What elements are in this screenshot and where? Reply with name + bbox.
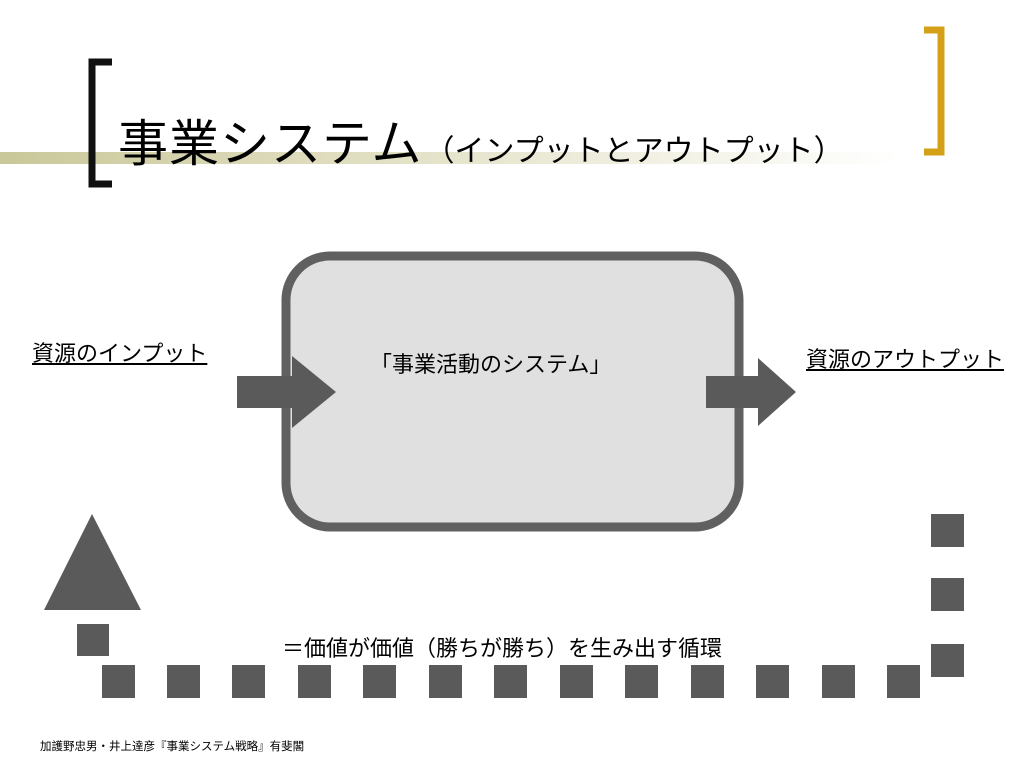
loop-square [298,665,331,698]
title-bracket-right [924,26,945,156]
loop-square [429,665,462,698]
loop-square [77,624,109,656]
loop-square [756,665,789,698]
loop-square [167,665,200,698]
source-citation: 加護野忠男・井上達彦『事業システム戦略』有斐閣 [40,739,305,753]
loop-arrow-head [44,514,141,610]
loop-bottom-row [102,665,920,698]
loop-square [887,665,920,698]
title-bracket-left [88,58,112,188]
loop-square [931,578,964,611]
cycle-caption: ＝価値が価値（勝ちが勝ち）を生み出す循環 [282,637,723,662]
system-label: 「事業活動のシステム」 [370,353,612,378]
system-box [281,251,744,532]
output-label[interactable]: 資源のアウトプット [806,348,1005,373]
title-subtitle: （インプットとアウトプット） [424,134,844,169]
loop-square [560,665,593,698]
loop-square [363,665,396,698]
input-arrow [237,356,336,428]
loop-square [232,665,265,698]
loop-square [931,644,964,677]
loop-square [931,514,964,547]
loop-right-column [931,514,964,677]
loop-square [494,665,527,698]
input-label[interactable]: 資源のインプット [32,342,208,367]
title-underline [0,152,900,164]
loop-square [822,665,855,698]
loop-square [691,665,724,698]
slide-title: 事業システム （インプットとアウトプット） [118,104,844,173]
loop-square [102,665,135,698]
loop-square [625,665,658,698]
output-arrow [706,358,796,426]
title-main: 事業システム [118,115,423,173]
